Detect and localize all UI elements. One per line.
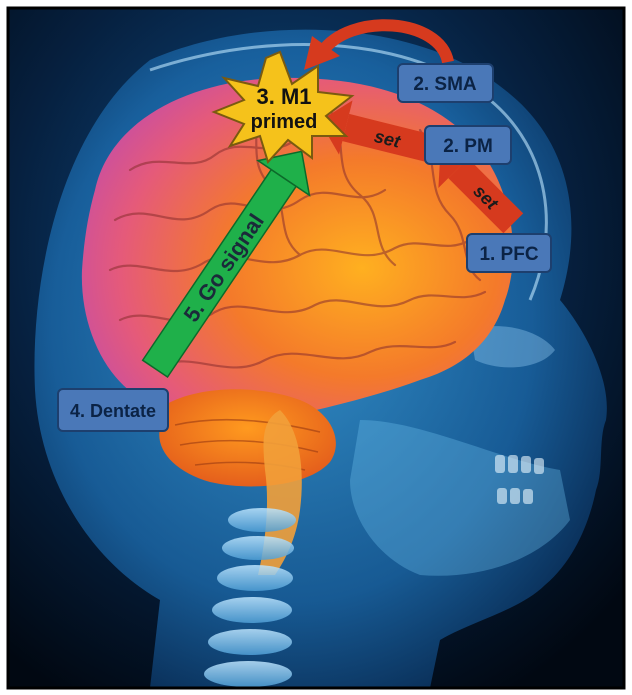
m1-label-line2: primed	[251, 111, 318, 133]
node-pfc-label: 1. PFC	[479, 244, 538, 265]
node-pm-label: 2. PM	[443, 136, 493, 157]
node-dentate-label: 4. Dentate	[70, 401, 156, 421]
node-sma-label: 2. SMA	[413, 74, 477, 95]
m1-label-line1: 3. M1	[256, 84, 311, 109]
